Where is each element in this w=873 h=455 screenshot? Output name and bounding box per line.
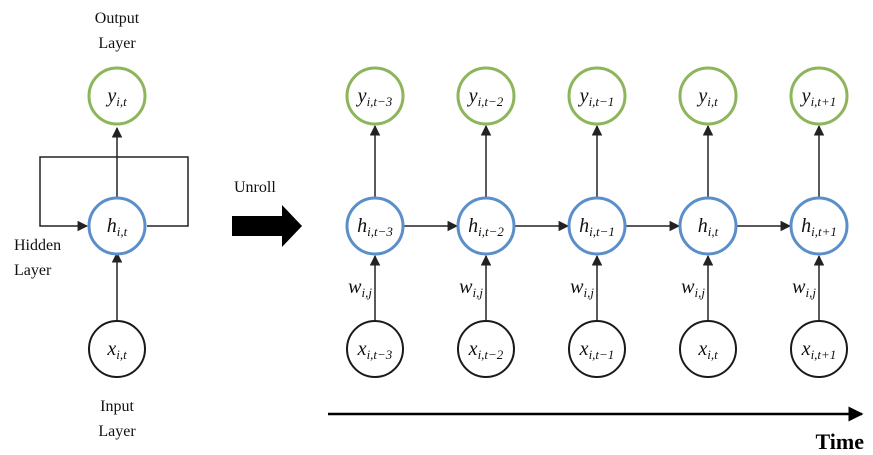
hidden-node: [456, 196, 516, 256]
input-node: [790, 320, 848, 378]
hidden-node-label: hi,t+1: [801, 215, 837, 239]
recurrent-loop-edge: [39, 156, 189, 232]
unroll-label: Unroll: [234, 179, 276, 196]
output-node: [678, 66, 738, 126]
output-node-label: yi,t+1: [800, 85, 837, 109]
weight-label: wi,j: [681, 276, 705, 300]
hidden-node-label: hi,t−3: [357, 215, 393, 239]
hidden-node: [678, 196, 738, 256]
folded-hidden-node: [87, 196, 147, 256]
time-axis: Time: [328, 406, 865, 454]
input-node: [568, 320, 626, 378]
unrolled-rnn: yi,t−3 hi,t−3 xi,t−3 wi,j yi,t−2 hi,t−2 xi,t−2…: [345, 66, 849, 378]
folded-output-node-label: yi,t: [105, 85, 127, 109]
folded-output-node: [87, 66, 147, 126]
weight-label: wi,j: [459, 276, 483, 300]
output-node: [789, 66, 849, 126]
hidden-node: [345, 196, 405, 256]
output-node: [345, 66, 405, 126]
weight-label: wi,j: [570, 276, 594, 300]
hidden-node: [567, 196, 627, 256]
input-layer-label-line2: Layer: [98, 423, 136, 440]
unroll-arrow-icon: [232, 205, 302, 247]
output-node-label: yi,t−2: [467, 85, 504, 109]
input-node: [679, 320, 737, 378]
output-node-label: yi,t: [696, 85, 718, 109]
input-node-label: xi,t+1: [801, 338, 837, 362]
input-node-label: xi,t: [697, 338, 718, 362]
output-node-label: yi,t−3: [356, 85, 393, 109]
output-node: [567, 66, 627, 126]
folded-rnn: Output Layer yi,t hi,t xi,t Hidden Layer…: [14, 10, 189, 440]
input-node: [346, 320, 404, 378]
unroll-indicator: Unroll: [232, 179, 302, 247]
time-label: Time: [816, 429, 865, 454]
weight-label: wi,j: [348, 276, 372, 300]
folded-hidden-node-label: hi,t: [107, 215, 128, 239]
folded-input-node-label: xi,t: [106, 338, 127, 362]
output-layer-label-line2: Layer: [98, 35, 136, 52]
input-node: [457, 320, 515, 378]
input-node-label: xi,t−3: [357, 338, 393, 362]
output-layer-label-line1: Output: [95, 10, 140, 27]
output-node: [456, 66, 516, 126]
input-node-label: xi,t−2: [468, 338, 504, 362]
input-layer-label-line1: Input: [100, 398, 134, 415]
weight-label: wi,j: [792, 276, 816, 300]
input-node-label: xi,t−1: [579, 338, 615, 362]
hidden-layer-label-line1: Hidden: [14, 237, 61, 254]
hidden-layer-label-line2: Layer: [14, 262, 52, 279]
folded-input-node: [88, 320, 146, 378]
output-node-label: yi,t−1: [578, 85, 615, 109]
hidden-node: [789, 196, 849, 256]
hidden-node-label: hi,t−1: [579, 215, 615, 239]
hidden-node-label: hi,t: [698, 215, 719, 239]
hidden-node-label: hi,t−2: [468, 215, 504, 239]
